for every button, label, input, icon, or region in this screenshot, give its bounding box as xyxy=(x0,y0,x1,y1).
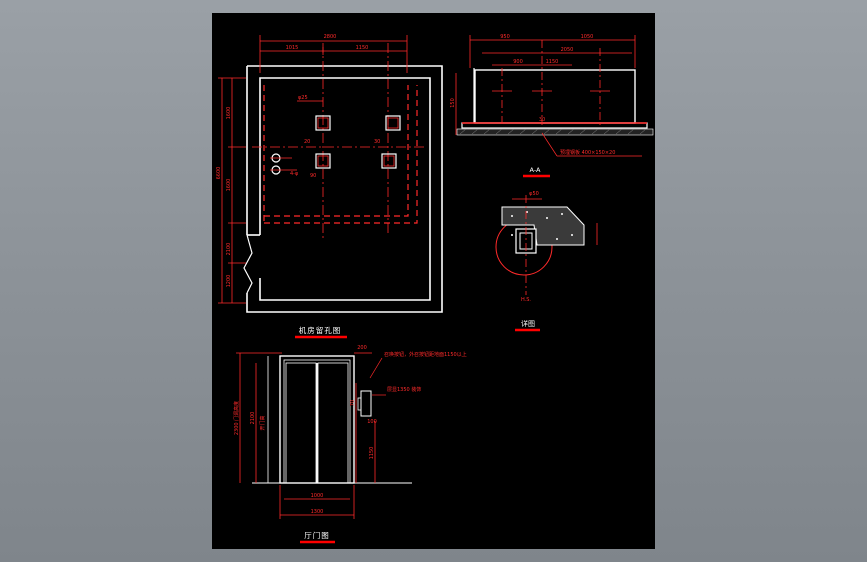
shaft-outline-1 xyxy=(264,85,418,224)
label-90: 90 xyxy=(310,173,316,179)
rope-hole-3 xyxy=(315,153,331,169)
beam-section xyxy=(474,69,636,124)
landing-door: 200 召唤按钮，外召按钮距地面1150以上 层显1350 装饰 70 100 … xyxy=(233,345,467,544)
detail-slab xyxy=(501,206,585,246)
section-aa-title: A-A xyxy=(530,166,542,174)
rope-hole-3-inner xyxy=(317,155,329,167)
label-phi25: φ25 xyxy=(298,95,308,101)
dim-left-2: 1600 xyxy=(226,179,232,192)
aa-dim-base: 30 xyxy=(539,117,545,123)
call-button-box xyxy=(360,390,372,417)
dim-left-1: 1600 xyxy=(226,107,232,120)
aa-dim-side: 150 xyxy=(450,98,456,108)
rope-hole-1 xyxy=(315,115,331,131)
door-dim-small-1: 70 xyxy=(350,400,356,406)
dim-top-right: 1150 xyxy=(356,45,369,51)
aa-dim-sub-mid: 1150 xyxy=(546,59,559,65)
label-4phi: 4-φ xyxy=(290,171,299,177)
door-dim-width-outer: 1300 xyxy=(311,509,324,515)
label-20: 20 xyxy=(304,139,310,145)
landing-door-title: 厅门图 xyxy=(304,531,330,540)
detail-label-bottom: H.S. xyxy=(521,297,531,303)
dim-left-4: 1200 xyxy=(226,275,232,288)
door-dim-width-inner: 1000 xyxy=(311,493,324,499)
door-dim-height-2: 开门高 xyxy=(259,415,266,430)
shaft-outline-2 xyxy=(264,85,409,217)
door-leaf-left xyxy=(285,362,317,484)
aa-dim-top-right: 1050 xyxy=(581,34,594,40)
label-30: 30 xyxy=(374,139,380,145)
door-dim-height-total: 2300 门洞高度 xyxy=(233,401,240,435)
dim-left-3: 2100 xyxy=(226,243,232,256)
aa-note-leader xyxy=(541,132,558,157)
machine-room-title: 机房留孔图 xyxy=(299,325,342,335)
drawing-sheet: 2800 1015 1150 1600 1600 6600 2100 1200 … xyxy=(212,13,655,549)
dim-top-total: 2800 xyxy=(324,34,337,40)
door-dim-btn: 1150 xyxy=(369,447,375,460)
rope-hole-2 xyxy=(385,115,401,131)
rope-hole-1-inner xyxy=(317,117,329,129)
aa-dim-mid: 2050 xyxy=(561,47,574,53)
dim-left-total: 6600 xyxy=(216,167,222,180)
floor-hatch xyxy=(456,128,654,136)
aa-dim-top-left: 950 xyxy=(500,34,510,40)
aa-dim-sub-left: 900 xyxy=(513,59,523,65)
section-aa: 950 1050 2050 900 1150 150 30 预埋钢板 400×1… xyxy=(450,34,654,178)
door-dim-height-1: 2100 xyxy=(250,412,256,425)
detail-view: φ50 H.S. 详图 xyxy=(495,191,598,332)
door-dim-top-right: 200 xyxy=(357,345,367,351)
detail-dim-top: φ50 xyxy=(529,191,539,197)
cad-drawing: 2800 1015 1150 1600 1600 6600 2100 1200 … xyxy=(216,34,654,544)
door-note-2: 层显1350 装饰 xyxy=(387,386,421,393)
rope-hole-2-inner xyxy=(387,117,399,129)
break-line xyxy=(243,234,253,294)
detail-title: 详图 xyxy=(521,319,535,328)
rope-hole-4 xyxy=(381,153,397,169)
rope-hole-4-inner xyxy=(383,155,395,167)
door-note-1: 召唤按钮，外召按钮距地面1150以上 xyxy=(384,351,467,358)
door-leaf-right xyxy=(317,362,349,484)
dim-top-left: 1015 xyxy=(286,45,299,51)
base-plate xyxy=(461,122,648,129)
room-wall xyxy=(246,65,443,313)
machine-room-plan: 2800 1015 1150 1600 1600 6600 2100 1200 … xyxy=(216,34,443,339)
aa-note: 预埋钢板 400×150×20 xyxy=(560,149,615,156)
door-dim-small-2: 100 xyxy=(367,419,377,425)
